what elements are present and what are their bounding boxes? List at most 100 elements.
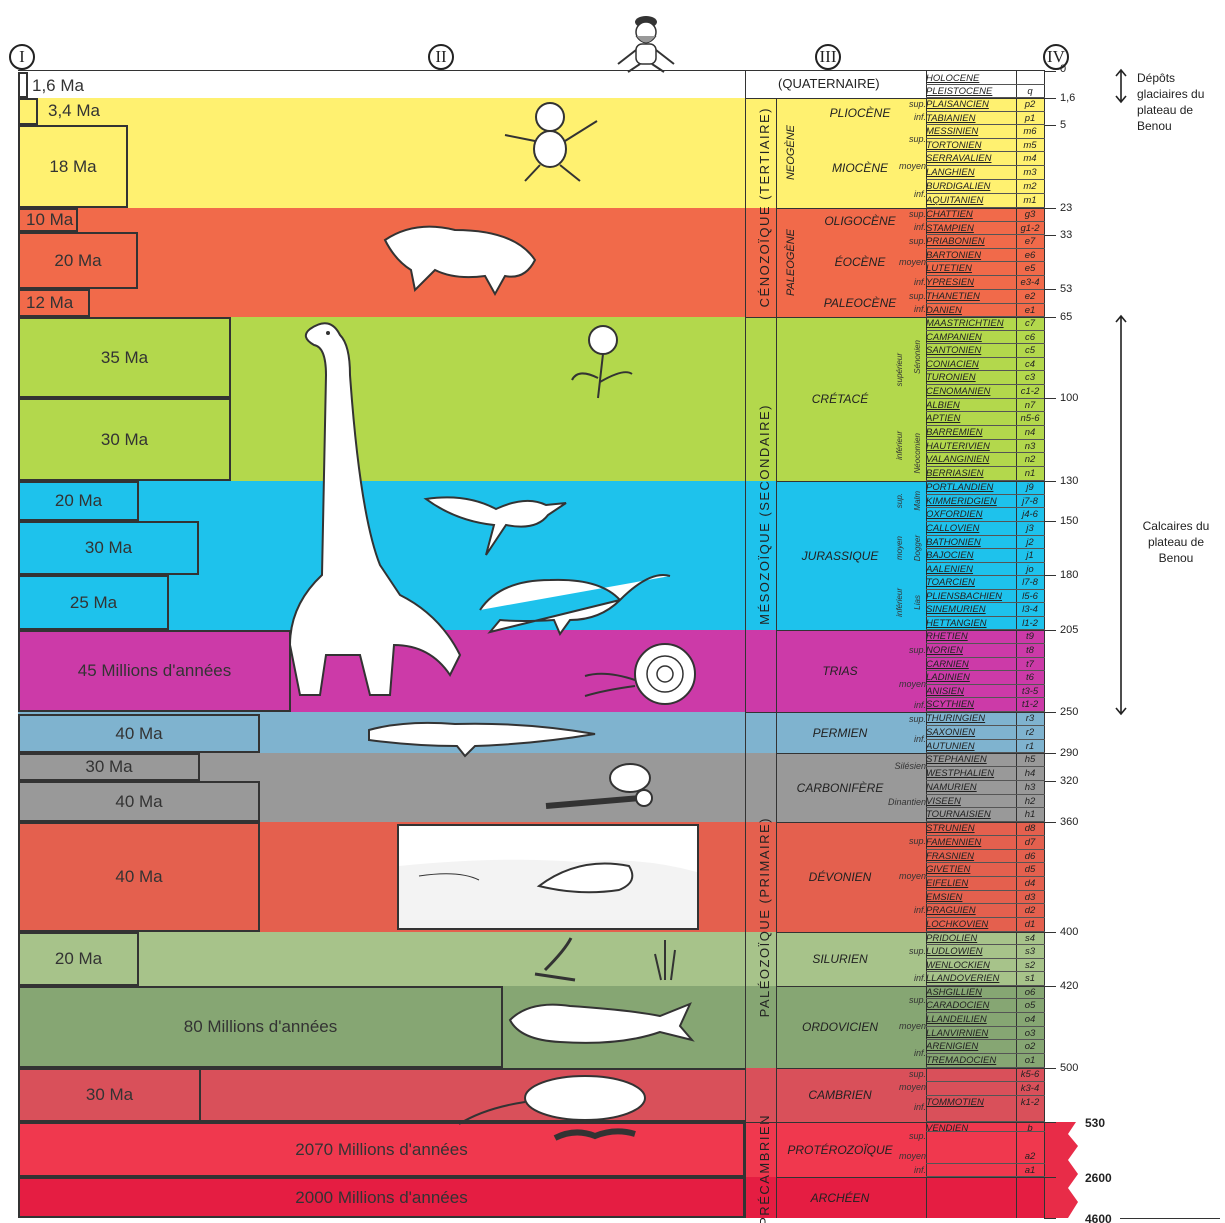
duration-bar: 2000 Millions d'années [18, 1177, 745, 1218]
era-mesozoique: MÉSOZOÏQUE (SECONDAIRE) [756, 404, 772, 625]
stage-name: MESSINIEN [926, 126, 979, 137]
stage-code: s3 [1024, 946, 1036, 957]
stage-code: s4 [1024, 933, 1036, 944]
dinosaur-icon [288, 322, 462, 696]
stage-code: t9 [1026, 631, 1034, 642]
duration-bar: 40 Ma [18, 781, 260, 822]
stage-code: m6 [1023, 126, 1037, 137]
stage-rule [926, 711, 1045, 712]
stage-rule [926, 398, 1045, 399]
epoch-label: moyen [898, 1151, 926, 1161]
stage-code: t3-5 [1021, 686, 1039, 697]
stage-name: STEPHANIEN [926, 754, 987, 765]
duration-bar: 35 Ma [18, 317, 231, 398]
stage-code: d3 [1024, 892, 1036, 903]
stage-name: ASHGILLIEN [926, 987, 982, 998]
epoch-label: Néocomien [912, 432, 922, 474]
stage-name: WESTPHALIEN [926, 768, 995, 779]
duration-label: 1,6 Ma [32, 76, 84, 95]
age-tick [1044, 398, 1056, 399]
epoch-label: inf. [913, 973, 926, 983]
epoch-label: inf. [913, 1165, 926, 1175]
stage-rule [926, 1121, 1045, 1122]
period-oligocene: OLIGOCÈNE [824, 214, 896, 228]
stage-name: PRAGUIEN [926, 905, 976, 916]
stage-name: PLEISTOCENE [926, 86, 993, 97]
age-tick-label: 360 [1060, 816, 1079, 828]
stage-rule [926, 1081, 1045, 1082]
epoch-label: moyen [898, 679, 926, 689]
stage-code: o3 [1024, 1028, 1036, 1039]
stage-name: ARENIGIEN [926, 1041, 979, 1052]
stage-rule [926, 971, 1045, 972]
rule [776, 208, 1045, 209]
age-tick-label: 100 [1060, 392, 1079, 404]
stage-code: c5 [1024, 345, 1036, 356]
stage-name: LADINIEN [926, 672, 970, 683]
stage-rule [926, 697, 1045, 698]
stage-name: ANISIEN [926, 686, 965, 697]
epoch-label: moyen [898, 161, 926, 171]
scorpion-icon [534, 937, 676, 982]
rule [776, 753, 1045, 754]
fish-icon [508, 1002, 695, 1044]
period-silurien: SILURIEN [812, 952, 868, 966]
stage-code: h5 [1024, 754, 1036, 765]
stage-code: jo [1026, 564, 1034, 575]
stage-rule [926, 725, 1045, 726]
age-tick [1044, 235, 1056, 236]
duration-bar [18, 98, 38, 125]
stage-code: l3-4 [1022, 604, 1038, 615]
caveman-icon [617, 16, 675, 73]
stage-code: n3 [1024, 441, 1036, 452]
age-tick [1044, 575, 1056, 576]
rodent-icon [383, 225, 537, 297]
stage-rule [926, 330, 1045, 331]
age-tick-label: 250 [1060, 706, 1079, 718]
stage-name: NAMURIEN [926, 782, 977, 793]
monkey-icon [504, 102, 598, 182]
stage-rule [926, 316, 1045, 317]
stage-rule [926, 998, 1045, 999]
stage-code: c3 [1024, 372, 1036, 383]
stage-code: c1-2 [1020, 386, 1040, 397]
stage-rule [926, 384, 1045, 385]
epoch-label: Dinantien [887, 797, 926, 807]
age-tick [1044, 481, 1056, 482]
stage-code: r2 [1025, 727, 1035, 738]
double-arrow-icon [1115, 68, 1127, 104]
rule [1044, 71, 1045, 1218]
stage-name: CARNIEN [926, 659, 969, 670]
top-rule [18, 70, 1045, 71]
stage-name: LOCHKOVIEN [926, 919, 989, 930]
period-permien: PERMIEN [812, 725, 868, 740]
stage-rule [926, 494, 1045, 495]
cambrien-frame [18, 1068, 745, 1122]
epoch-label: inf. [913, 189, 926, 199]
duration-bar: 2070 Millions d'années [18, 1122, 745, 1177]
epoch-label: moyen [898, 257, 926, 267]
stage-code: e2 [1024, 291, 1036, 302]
epoch-label: inf. [913, 112, 926, 122]
stage-rule [926, 261, 1045, 262]
stage-rule [926, 289, 1045, 290]
duration-bar: 20 Ma [18, 932, 139, 986]
stage-name [926, 1082, 1016, 1096]
duration-bar: 30 Ma [18, 753, 200, 781]
duration-bar: 20 Ma [18, 481, 139, 521]
stage-rule [926, 357, 1045, 358]
stage-code: j4-6 [1022, 509, 1038, 520]
stage-rule [926, 303, 1045, 304]
stage-code: g3 [1024, 209, 1036, 220]
stage-rule [926, 944, 1045, 945]
stage-name: TOARCIEN [926, 577, 975, 588]
stage-rule [926, 411, 1045, 412]
duration-bar: 40 Ma [18, 714, 260, 753]
epoch-label: sup. [908, 946, 926, 956]
stage-name: SANTONIEN [926, 345, 982, 356]
epoch-label: sup. [908, 836, 926, 846]
stage-code: h4 [1024, 768, 1036, 779]
age-tick-label: 5 [1060, 119, 1067, 131]
age-tick-label: 420 [1060, 980, 1079, 992]
